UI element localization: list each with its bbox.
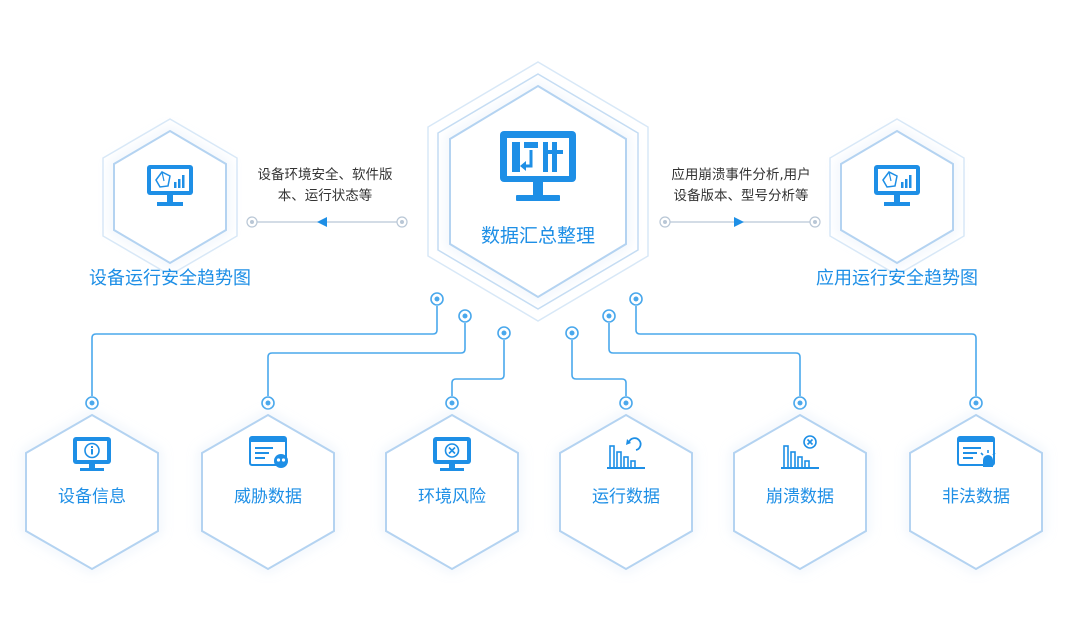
source-label: 崩溃数据 [766, 487, 834, 507]
source-hexagon-crash-data: 崩溃数据 [733, 413, 867, 571]
connector-line-6 [635, 306, 977, 396]
right-panel-description-line1: 应用崩溃事件分析,用户 [671, 166, 810, 183]
left-panel-description-line2: 本、运行状态等 [278, 187, 373, 204]
arrow-right-icon [734, 217, 744, 227]
source-hexagon-device-info: 设备信息 [25, 413, 159, 571]
source-label: 运行数据 [592, 487, 660, 507]
left-panel-title: 设备运行安全趋势图 [89, 268, 251, 289]
source-label: 环境风险 [418, 487, 486, 507]
connector-nodes [85, 292, 983, 410]
connector-line-2 [267, 323, 466, 396]
source-hexagon-runtime-data: 运行数据 [559, 413, 693, 571]
connector-line-4 [571, 340, 627, 396]
right-panel-title: 应用运行安全趋势图 [816, 268, 978, 289]
connector-line-3 [451, 340, 505, 396]
right-panel-description-line2: 设备版本、型号分析等 [674, 187, 809, 204]
source-hexagon-environment-risk: 环境风险 [385, 413, 519, 571]
bar-chart-error-icon [781, 435, 819, 469]
connector-lines [91, 306, 977, 396]
source-label: 威胁数据 [234, 487, 302, 507]
trend-chart-monitor-icon [147, 165, 193, 206]
arrow-left-icon [317, 217, 327, 227]
risk-monitor-icon [433, 437, 471, 471]
threat-window-icon [249, 436, 288, 468]
source-label: 非法数据 [942, 487, 1010, 507]
center-label: 数据汇总整理 [481, 225, 595, 247]
connector-line-1 [91, 306, 438, 396]
left-arrow-connector [246, 216, 408, 228]
right-arrow-connector [659, 216, 821, 228]
illegal-alert-window-icon [957, 436, 996, 467]
source-label: 设备信息 [58, 487, 126, 507]
data-integration-monitor-icon [500, 131, 576, 201]
source-hexagon-illegal-data: 非法数据 [909, 413, 1043, 571]
left-panel-description-line1: 设备环境安全、软件版 [258, 166, 393, 183]
info-monitor-icon [73, 437, 111, 471]
source-hexagon-threat-data: 威胁数据 [201, 413, 335, 571]
trend-chart-monitor-icon [874, 165, 920, 206]
bar-chart-refresh-icon [607, 437, 645, 469]
connector-line-5 [608, 323, 801, 396]
